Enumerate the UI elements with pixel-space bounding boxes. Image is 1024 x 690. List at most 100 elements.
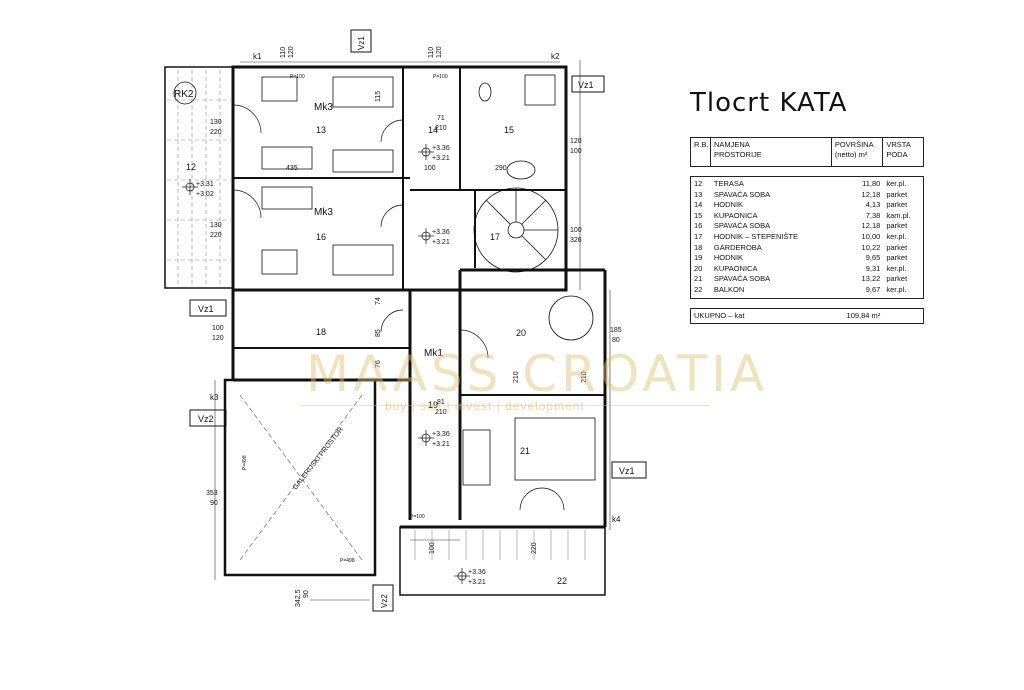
dim-342-5: 342,5 bbox=[295, 589, 302, 607]
room-code-mk1: Mk1 bbox=[424, 348, 443, 359]
dim-220-b: 220 bbox=[210, 232, 222, 239]
cell-name: SPAVAĆA SOBA bbox=[713, 189, 771, 199]
level-321-d: +3.21 bbox=[468, 579, 486, 586]
cell-floor: parket bbox=[886, 274, 908, 284]
dim-130-a: 130 bbox=[210, 119, 222, 126]
doors bbox=[232, 104, 565, 511]
axis-k3: k3 bbox=[210, 393, 219, 402]
cell-name: KUPAONICA bbox=[713, 210, 758, 220]
cell-rb: 20 bbox=[694, 263, 703, 273]
dim-110-left: 110 bbox=[280, 47, 287, 58]
cell-area: 9,65 bbox=[865, 253, 881, 263]
cell-floor: parket bbox=[886, 221, 908, 231]
cell-area: 4,13 bbox=[865, 200, 881, 210]
dim-90-l: 90 bbox=[210, 500, 218, 507]
dim-326-r: 326 bbox=[570, 237, 582, 244]
gallery-space bbox=[223, 378, 377, 577]
level-336-b: +3.36 bbox=[432, 229, 450, 236]
spiral-staircase bbox=[473, 187, 559, 273]
cell-rb: 19 bbox=[694, 253, 703, 263]
header-area-line1: POVRŠINA bbox=[834, 140, 874, 149]
cell-name: KUPAONICA bbox=[713, 263, 758, 273]
axis-k1: k1 bbox=[253, 52, 262, 61]
header-floor: VRSTA PODA bbox=[883, 138, 923, 166]
balcony-22 bbox=[399, 526, 606, 596]
total-label: UKUPNO – kat bbox=[694, 310, 745, 320]
header-area-line2: (netto) m² bbox=[834, 150, 868, 159]
level-331: +3.31 bbox=[196, 181, 214, 188]
room-number-18: 18 bbox=[316, 327, 326, 337]
dim-120-r: 120 bbox=[570, 138, 582, 145]
dim-81: 81 bbox=[437, 399, 445, 406]
axis-k4: k4 bbox=[612, 515, 621, 524]
cell-floor: ker.pl. bbox=[886, 231, 907, 241]
cell-area: 9,31 bbox=[865, 263, 881, 273]
dim-p498-a: P=498 bbox=[242, 455, 248, 470]
room-number-13: 13 bbox=[316, 125, 326, 135]
room-number-17: 17 bbox=[490, 232, 500, 242]
cell-floor: parket bbox=[886, 189, 908, 199]
window-tag-vz1-top: Vz1 bbox=[357, 36, 366, 50]
cell-floor: parket bbox=[886, 242, 908, 252]
level-321-a: +3.21 bbox=[432, 155, 450, 162]
cell-area: 12,18 bbox=[861, 221, 881, 231]
cell-floor: ker.pl. bbox=[886, 284, 907, 294]
dim-185: 185 bbox=[610, 327, 622, 334]
cell-rb: 21 bbox=[694, 274, 703, 284]
dim-100-c: 100 bbox=[424, 165, 436, 172]
dim-80: 80 bbox=[612, 337, 620, 344]
cell-area: 10,00 bbox=[861, 231, 881, 241]
dim-130-b: 130 bbox=[210, 222, 222, 229]
dim-76: 76 bbox=[375, 360, 382, 368]
dim-220-a: 220 bbox=[210, 129, 222, 136]
cell-name: GARDEROBA bbox=[713, 242, 762, 252]
total-value: 109,84 m² bbox=[846, 310, 881, 320]
cell-area: 12,18 bbox=[861, 189, 881, 199]
dim-p100-c: P=100 bbox=[410, 514, 425, 520]
floor-plan: RK2 Mk3 Mk3 Mk1 12 13 14 15 16 17 18 19 … bbox=[164, 29, 647, 612]
level-336-c: +3.36 bbox=[432, 431, 450, 438]
level-markers bbox=[182, 144, 470, 584]
level-302: +3.02 bbox=[196, 191, 214, 198]
cell-area: 13,22 bbox=[861, 274, 881, 284]
terrace-12 bbox=[164, 66, 234, 289]
cell-rb: 15 bbox=[694, 210, 703, 220]
cell-name: TERASA bbox=[713, 179, 744, 188]
watermark-divider bbox=[300, 405, 710, 406]
dim-210-b: 210 bbox=[435, 409, 447, 416]
room-number-15: 15 bbox=[504, 125, 514, 135]
header-area: POVRŠINA (netto) m² bbox=[832, 138, 884, 166]
room-code-mk3-lower: Mk3 bbox=[314, 207, 333, 218]
cell-area: 7,38 bbox=[865, 210, 881, 220]
level-336-a: +3.36 bbox=[432, 145, 450, 152]
dim-85: 85 bbox=[375, 329, 382, 337]
header-floor-line2: PODA bbox=[886, 150, 908, 159]
room-code-rk2: RK2 bbox=[174, 89, 194, 100]
dim-120-l: 120 bbox=[212, 335, 224, 342]
dim-220-balcony: 220 bbox=[531, 542, 538, 554]
gallery-label: GALERIJSKI PROSTOR bbox=[292, 426, 345, 491]
cell-area: 9,67 bbox=[865, 284, 881, 294]
cell-area: 10,22 bbox=[861, 242, 881, 252]
room-number-14: 14 bbox=[428, 125, 438, 135]
dim-74: 74 bbox=[375, 297, 382, 305]
dim-210-d: 210 bbox=[581, 371, 588, 383]
cell-rb: 12 bbox=[694, 179, 703, 188]
dim-71: 71 bbox=[437, 115, 445, 122]
level-336-d: +3.36 bbox=[468, 569, 486, 576]
walls bbox=[231, 65, 607, 529]
cell-name: SPAVAĆA SOBA bbox=[713, 274, 771, 284]
inner-walls bbox=[233, 67, 605, 396]
table-total-row: UKUPNO – kat 109,84 m² bbox=[690, 307, 924, 324]
window-tag-vz1-left: Vz1 bbox=[198, 304, 214, 314]
cell-floor: ker.pl. bbox=[886, 263, 907, 273]
header-name-line2: PROSTORIJE bbox=[714, 150, 762, 159]
window-tag-vz2-bottom: Vz2 bbox=[380, 594, 389, 608]
dim-353: 353 bbox=[206, 490, 218, 497]
